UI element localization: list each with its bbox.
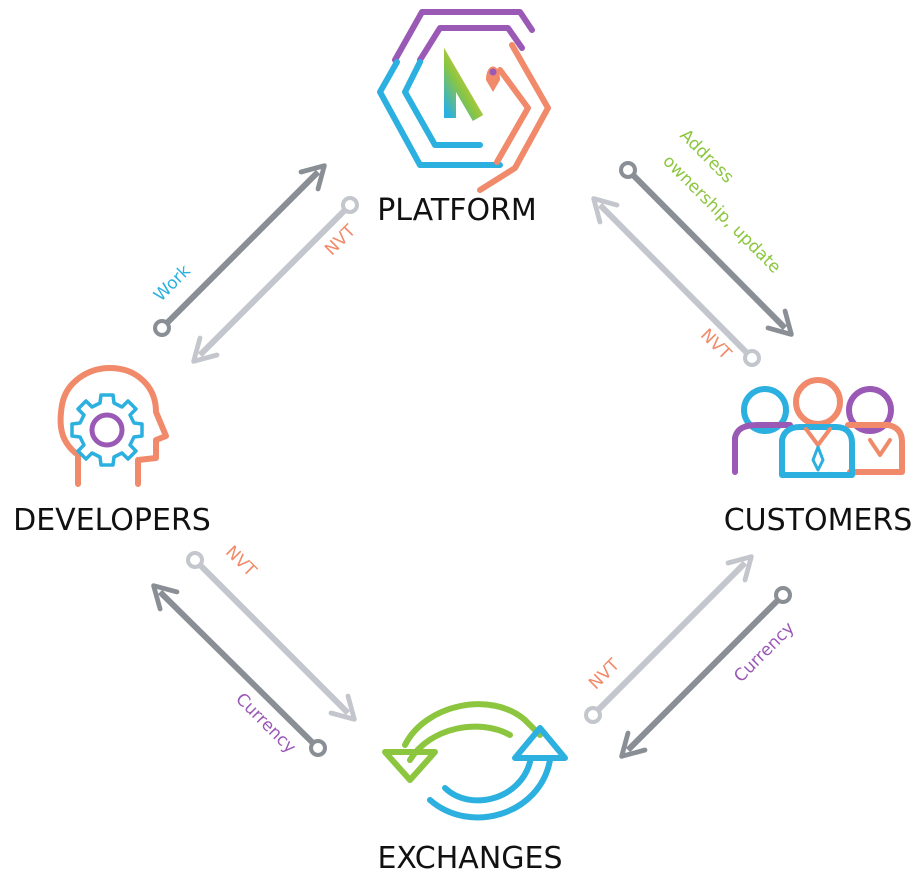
currency-to-exchanges-label: Currency (730, 618, 798, 686)
exchanges-to-dev-arrow (151, 583, 327, 757)
platform-hexagon-logo-icon (377, 9, 551, 193)
nvt-to-platform-label: NVT (696, 325, 735, 364)
dev-to-platform-arrow (153, 163, 327, 337)
nvt-to-exchanges-label: NVT (221, 542, 260, 581)
people-group-icon (732, 377, 905, 478)
customers-to-exchanges-arrow (619, 586, 792, 759)
dev-to-exchanges-arrow (186, 551, 357, 722)
refresh-cycle-icon (382, 701, 568, 821)
exchanges-to-customers-arrow (584, 554, 754, 724)
customers-to-platform-arrow (591, 196, 761, 367)
platform-to-dev-arrow (191, 196, 359, 364)
platform-label: PLATFORM (377, 193, 537, 228)
exchanges-label: EXCHANGES (377, 841, 562, 876)
developers-label: DEVELOPERS (13, 503, 211, 538)
customers-label: CUSTOMERS (724, 503, 913, 538)
platform-to-customers-arrow (619, 161, 794, 337)
head-gear-icon (57, 365, 169, 487)
